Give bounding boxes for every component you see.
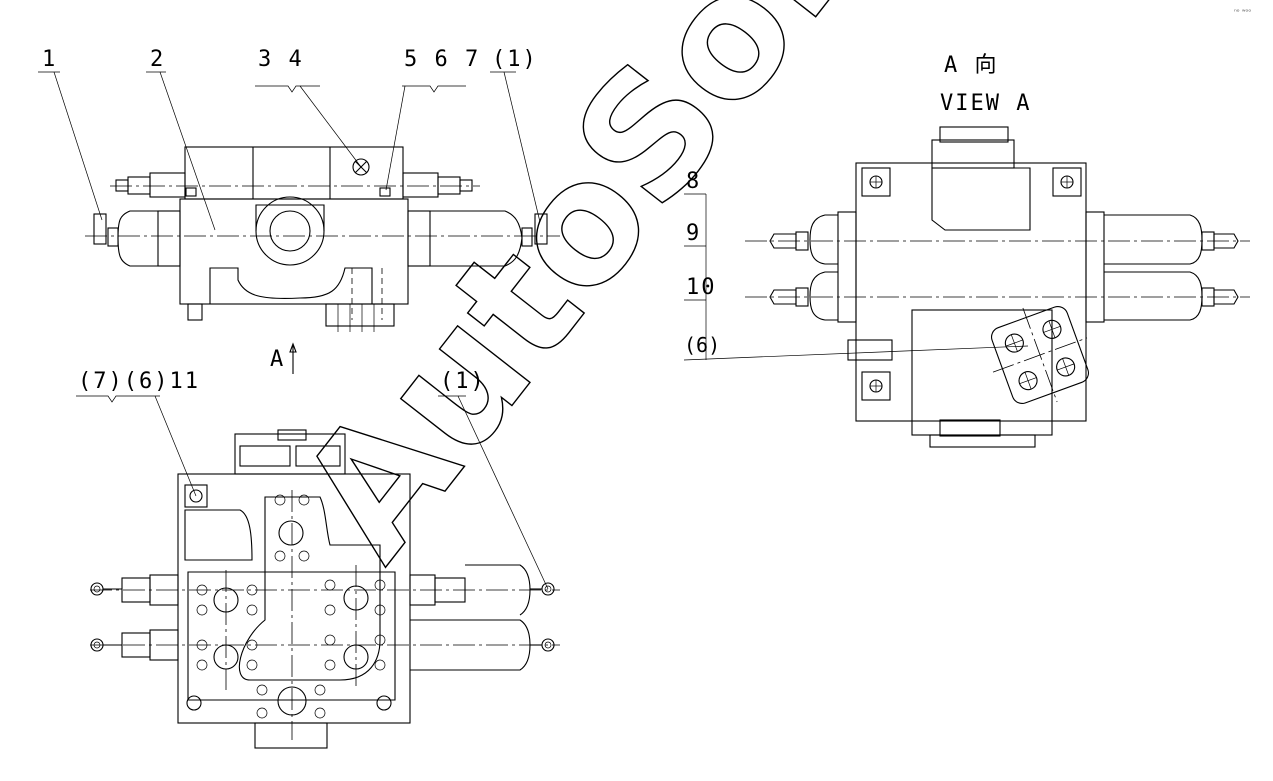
view-a-marker: A	[270, 342, 297, 374]
corner-mark: ⁿᵒ ʷᵒᵒ	[1234, 8, 1251, 16]
callout-1-ref-bottom: (1)	[440, 369, 486, 394]
callout-10: 10	[686, 275, 717, 300]
view-a-label: A	[270, 347, 285, 372]
callout-9: 9	[686, 221, 701, 246]
view-a-callouts: 8 9 10 (6)	[683, 169, 1029, 361]
callout-7-6-11: (7)(6)11	[78, 369, 200, 394]
view-a-title: A 向 VIEW A	[940, 53, 1031, 116]
callout-1: 1	[42, 47, 57, 72]
callout-5-6-7: 5 6 7	[404, 47, 480, 72]
callout-1-ref: (1)	[492, 47, 538, 72]
autosoft-watermark: AutoSoft	[261, 0, 931, 593]
plan-view-callouts: (7)(6)11 (1)	[76, 369, 549, 590]
view-a-title-cn: A 向	[944, 53, 999, 78]
callout-3-4: 3 4	[258, 47, 304, 72]
view-a-title-en: VIEW A	[940, 91, 1031, 116]
callout-8: 8	[686, 169, 701, 194]
callout-2: 2	[150, 47, 165, 72]
callout-6-ref: (6)	[684, 333, 720, 357]
front-view-callouts: 1 2 3 4 5 6 7 (1)	[38, 47, 541, 231]
plan-view	[90, 429, 560, 749]
view-a	[745, 126, 1250, 448]
front-view	[85, 146, 560, 332]
watermark-text: AutoSoft	[262, 0, 931, 593]
